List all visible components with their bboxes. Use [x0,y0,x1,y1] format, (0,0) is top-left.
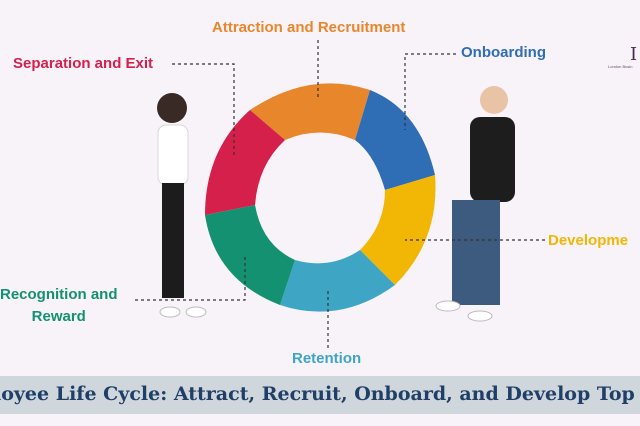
connector-onboarding [404,53,456,130]
label-recognition: Recognition and Reward [0,284,118,328]
segment-separation [205,110,285,215]
person-right [435,86,515,322]
label-retention: Retention [292,350,362,367]
banner-title: loyee Life Cycle: Attract, Recruit, Onbo… [0,383,640,405]
segment-recognition [205,205,295,305]
label-onboarding: Onboarding [461,44,546,61]
logo-mark: I [630,44,638,65]
title-banner: loyee Life Cycle: Attract, Recruit, Onbo… [0,376,640,414]
segment-retention [280,250,395,312]
segment-development [360,175,436,285]
person-left [157,93,207,318]
segment-onboarding [355,90,435,190]
logo-subtext: London Busin [608,64,633,69]
label-recognition-line2: Reward [31,308,86,325]
brand-logo: I London Busin [606,44,640,72]
label-separation: Separation and Exit [13,55,154,72]
connector-separation [172,63,235,155]
connector-recognition [135,255,246,301]
puzzle-ring [205,83,436,312]
label-recognition-line1: Recognition and [0,286,118,303]
segment-attraction [250,83,370,140]
connector-lines [135,40,545,348]
label-attraction: Attraction and Recruitment [212,19,406,36]
label-development: Developme [548,232,629,249]
